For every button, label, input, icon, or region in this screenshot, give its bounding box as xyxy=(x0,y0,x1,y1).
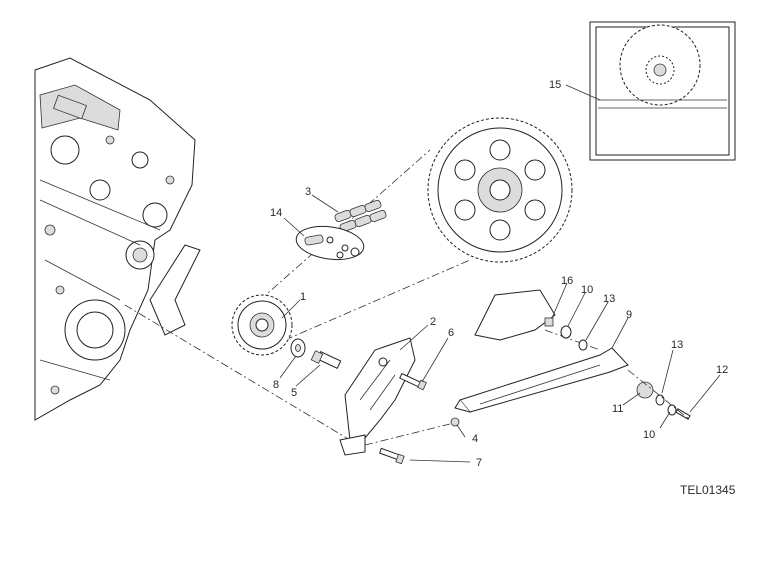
callout-15: 15 xyxy=(549,79,561,91)
cover-screw-7 xyxy=(378,447,405,465)
callout-10-lower: 10 xyxy=(643,429,655,441)
sprocket-cover xyxy=(339,337,416,456)
callout-6: 6 xyxy=(448,327,454,339)
assembly-axis-2 xyxy=(364,423,451,446)
washer-13-lower xyxy=(655,394,665,406)
nut-16 xyxy=(544,317,554,327)
callout-5: 5 xyxy=(291,387,297,399)
front-sprocket xyxy=(231,294,293,356)
chain-guard xyxy=(454,347,629,413)
cover-gasket xyxy=(149,244,201,336)
engine-block xyxy=(34,57,196,421)
washer-13-upper xyxy=(578,339,588,351)
inset-view xyxy=(589,21,736,161)
washer-10-upper xyxy=(560,325,572,339)
callout-4: 4 xyxy=(472,433,478,445)
callout-10-upper: 10 xyxy=(581,284,593,296)
callout-13-lower: 13 xyxy=(671,339,683,351)
cover-screw-6 xyxy=(399,372,427,391)
callout-13-upper: 13 xyxy=(603,293,615,305)
callout-16: 16 xyxy=(561,275,573,287)
chain-slider xyxy=(474,289,556,341)
callout-7: 7 xyxy=(476,457,482,469)
sprocket-washer xyxy=(290,338,306,358)
drawing-code: TEL01345 xyxy=(680,483,736,497)
chain-path-lower xyxy=(284,259,471,341)
leader-lines xyxy=(279,84,721,463)
callout-14: 14 xyxy=(270,207,282,219)
nut-4 xyxy=(450,417,460,427)
assembly-axis-4 xyxy=(627,369,691,421)
callout-3: 3 xyxy=(305,186,311,198)
spacer-11 xyxy=(636,381,654,399)
callout-11: 11 xyxy=(612,403,623,415)
chain-link-section xyxy=(334,199,387,233)
chain-joint-kit xyxy=(295,225,365,261)
callout-labels: 1 2 3 4 5 6 7 8 9 10 10 11 12 13 13 14 1… xyxy=(270,79,728,469)
callout-12: 12 xyxy=(716,364,728,376)
callout-1: 1 xyxy=(300,291,306,303)
assembly-axis-1 xyxy=(124,304,351,441)
callout-2: 2 xyxy=(430,316,436,328)
callout-9: 9 xyxy=(626,309,632,321)
assembly-axis-3 xyxy=(544,329,601,351)
rear-sprocket xyxy=(427,117,573,263)
callout-8: 8 xyxy=(273,379,279,391)
sprocket-bolt xyxy=(310,350,342,369)
